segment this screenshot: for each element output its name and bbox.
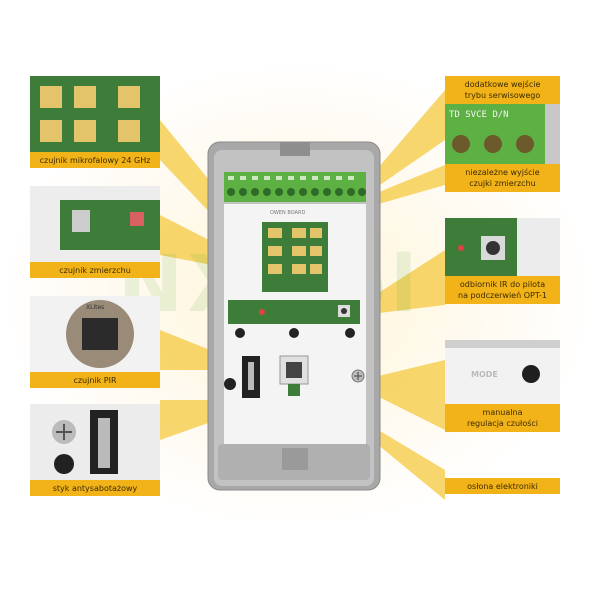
label-microwave: czujnik mikrofalowy 24 GHz xyxy=(30,152,160,168)
label-tamper-text: styk antysabotażowy xyxy=(52,483,138,493)
label-independent-output: niezależne wyjście czujki zmierzchu xyxy=(445,164,560,192)
label-manual-adjust: manualna regulacja czułości xyxy=(445,404,560,432)
label-service-input: dodatkowe wejście trybu serwisowego xyxy=(445,76,560,104)
mode-text: MODE xyxy=(471,370,498,379)
label-service-line1: dodatkowe wejście xyxy=(464,80,541,89)
label-pir: czujnik PIR xyxy=(30,372,160,388)
tile-manual-adjust: MODE xyxy=(445,340,560,404)
label-pir-text: czujnik PIR xyxy=(73,375,117,385)
label-twilight-left-text: czujnik zmierzchu xyxy=(59,265,131,275)
label-cover: osłona elektroniki xyxy=(445,478,560,494)
tile-terminal: TD SVCE D/N xyxy=(445,104,560,164)
manual-adjust-image xyxy=(445,340,560,404)
terminal-image xyxy=(445,104,560,164)
label-tamper: styk antysabotażowy xyxy=(30,480,160,496)
label-ir-line1: odbiornik IR do pilota xyxy=(459,280,546,289)
ir-receiver-image xyxy=(445,218,560,276)
pir-sensor-text: XLites xyxy=(86,304,105,311)
label-independent-line2: czujki zmierzchu xyxy=(469,179,536,188)
label-service-line2: trybu serwisowego xyxy=(464,91,541,100)
tile-ir-receiver xyxy=(445,218,560,276)
board-text: OWEN BOARD xyxy=(270,210,306,216)
label-independent-line1: niezależne wyjście xyxy=(465,168,540,177)
label-ir-receiver: odbiornik IR do pilota na podczerwień OP… xyxy=(445,276,560,304)
label-manual-line2: regulacja czułości xyxy=(467,419,538,428)
label-manual-line1: manualna xyxy=(482,408,523,417)
label-twilight-left: czujnik zmierzchu xyxy=(30,262,160,278)
label-microwave-text: czujnik mikrofalowy 24 GHz xyxy=(39,155,151,165)
label-ir-line2: na podczerwień OPT-1 xyxy=(458,291,547,300)
label-cover-text: osłona elektroniki xyxy=(467,481,538,491)
terminal-text: TD SVCE D/N xyxy=(449,110,509,120)
